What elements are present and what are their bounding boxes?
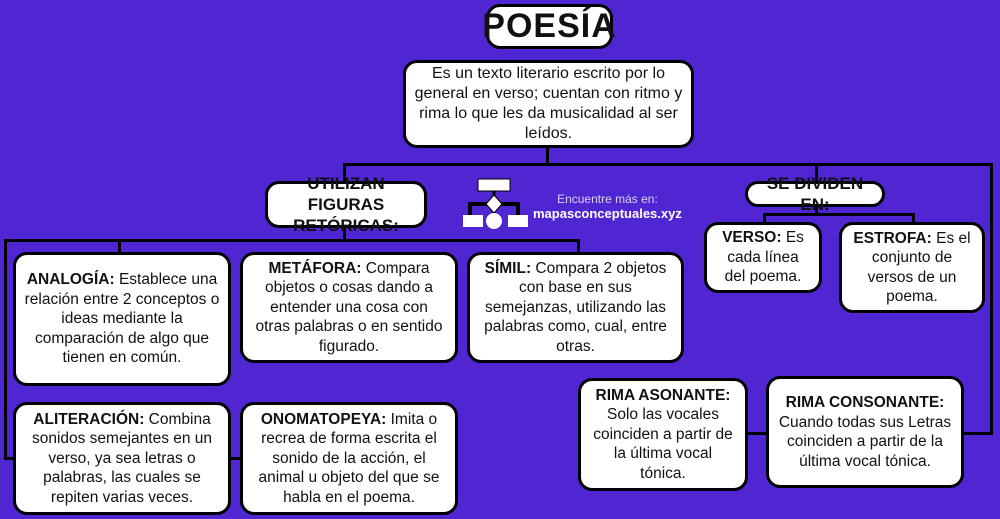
- metafora-box: METÁFORA: Compara objetos o cosas dando …: [240, 252, 458, 363]
- title: POESÍA: [482, 6, 617, 45]
- term: VERSO:: [722, 229, 782, 247]
- connector: [763, 213, 766, 225]
- term: RIMA ASONANTE:: [595, 386, 731, 404]
- description: Compara objetos o cosas dando a entender…: [255, 259, 443, 355]
- term: ESTROFA:: [853, 229, 932, 247]
- connector: [4, 457, 16, 460]
- term: ALITERACIÓN:: [33, 410, 145, 428]
- connector: [745, 432, 769, 435]
- definition-text: Es un texto literario escrito por lo gen…: [414, 65, 683, 142]
- description: Cuando todas sus Letras coinciden a part…: [778, 413, 952, 470]
- connector: [228, 457, 242, 460]
- onomatopeya-box: ONOMATOPEYA: Imita o recrea de forma esc…: [240, 402, 458, 515]
- description: Establece una relación entre 2 conceptos…: [24, 271, 220, 367]
- connector: [4, 239, 580, 242]
- connector: [343, 226, 346, 242]
- divisions-branch-box: SE DIVIDEN EN:: [745, 174, 885, 214]
- rima-consonante-box: RIMA CONSONANTE: Cuando todas sus Letras …: [766, 376, 964, 488]
- estrofa-box: ESTROFA: Es el conjunto de versos de un …: [839, 222, 985, 313]
- watermark-line2: mapasconceptuales.xyz: [533, 206, 682, 221]
- connector: [577, 239, 580, 254]
- definition-box: Es un texto literario escrito por lo gen…: [403, 60, 694, 148]
- term: RIMA CONSONANTE:: [785, 394, 945, 411]
- divisions-branch-label: SE DIVIDEN EN:: [766, 174, 864, 214]
- connector: [546, 146, 549, 166]
- aliteracion-box: ALITERACIÓN: Combina sonidos semejantes …: [13, 402, 231, 515]
- connector: [763, 213, 915, 216]
- description: Es cada línea del poema.: [724, 229, 804, 286]
- connector: [4, 239, 7, 460]
- connector: [960, 432, 993, 435]
- connector: [815, 163, 818, 183]
- watermark: Encuentre más en: mapasconceptuales.xyz: [533, 192, 682, 221]
- description: Compara 2 objetos con base en sus semeja…: [484, 259, 667, 355]
- connector: [343, 163, 346, 183]
- figures-branch-label: UTILIZAN FIGURAS RETÓRICAS:: [293, 174, 399, 235]
- rima-asonante-box: RIMA ASONANTE: Solo las vocales coinciden…: [578, 378, 748, 491]
- connector: [118, 239, 121, 254]
- term: SÍMIL:: [484, 259, 532, 277]
- description: Es el conjunto de versos de un poema.: [867, 229, 971, 306]
- connector: [912, 213, 915, 225]
- verso-box: VERSO: Es cada línea del poema.: [704, 222, 822, 293]
- description: Combina sonidos semejantes en un verso, …: [31, 410, 213, 506]
- description: Solo las vocales coinciden a partir de l…: [593, 406, 733, 482]
- term: ANALOGÍA:: [26, 271, 115, 289]
- connector: [815, 204, 818, 216]
- analogia-box: ANALOGÍA: Establece una relación entre 2…: [13, 252, 231, 386]
- title-box: POESÍA: [482, 4, 616, 49]
- simil-box: SÍMIL: Compara 2 objetos con base en sus…: [467, 252, 684, 363]
- connector: [343, 163, 993, 166]
- concept-map-logo-icon: [463, 178, 528, 229]
- connector: [990, 163, 993, 435]
- figures-branch-box: UTILIZAN FIGURAS RETÓRICAS:: [265, 174, 427, 235]
- term: METÁFORA:: [268, 259, 362, 277]
- description: Imita o recrea de forma escrita el sonid…: [258, 410, 440, 506]
- term: ONOMATOPEYA:: [260, 410, 387, 428]
- watermark-line1: Encuentre más en:: [557, 192, 658, 206]
